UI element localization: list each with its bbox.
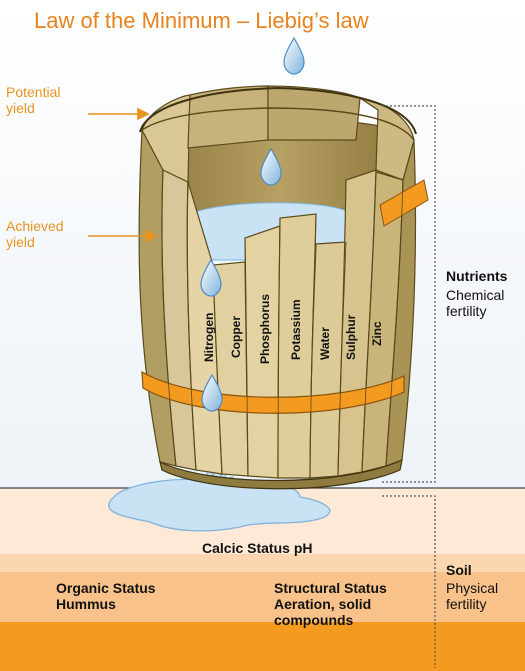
soil-heading: Soil bbox=[446, 562, 472, 578]
calcic-status-label: Calcic Status pH bbox=[202, 540, 312, 556]
nutrients-heading: Nutrients bbox=[446, 268, 507, 284]
stave-label-nitrogen: Nitrogen bbox=[202, 313, 216, 362]
soil-layer-deep bbox=[0, 622, 525, 671]
structural-status-label: Structural Status Aeration, solid compou… bbox=[274, 580, 424, 628]
stave-label-water: Water bbox=[318, 327, 332, 360]
stave-label-phosphorus: Phosphorus bbox=[258, 294, 272, 364]
stave-label-potassium: Potassium bbox=[289, 299, 303, 360]
stave-label-sulphur: Sulphur bbox=[344, 314, 358, 360]
diagram-title: Law of the Minimum – Liebig’s law bbox=[34, 8, 369, 33]
soil-subtitle: Physical fertility bbox=[446, 580, 516, 612]
potential-yield-label: Potential yield bbox=[6, 84, 86, 116]
organic-status-label: Organic Status Hummus bbox=[56, 580, 206, 612]
stave-label-zinc: Zinc bbox=[370, 321, 384, 346]
barrel bbox=[139, 86, 428, 489]
stave-label-copper: Copper bbox=[229, 316, 243, 358]
nutrients-subtitle: Chemical fertility bbox=[446, 287, 522, 319]
achieved-yield-label: Achieved yield bbox=[6, 218, 86, 250]
